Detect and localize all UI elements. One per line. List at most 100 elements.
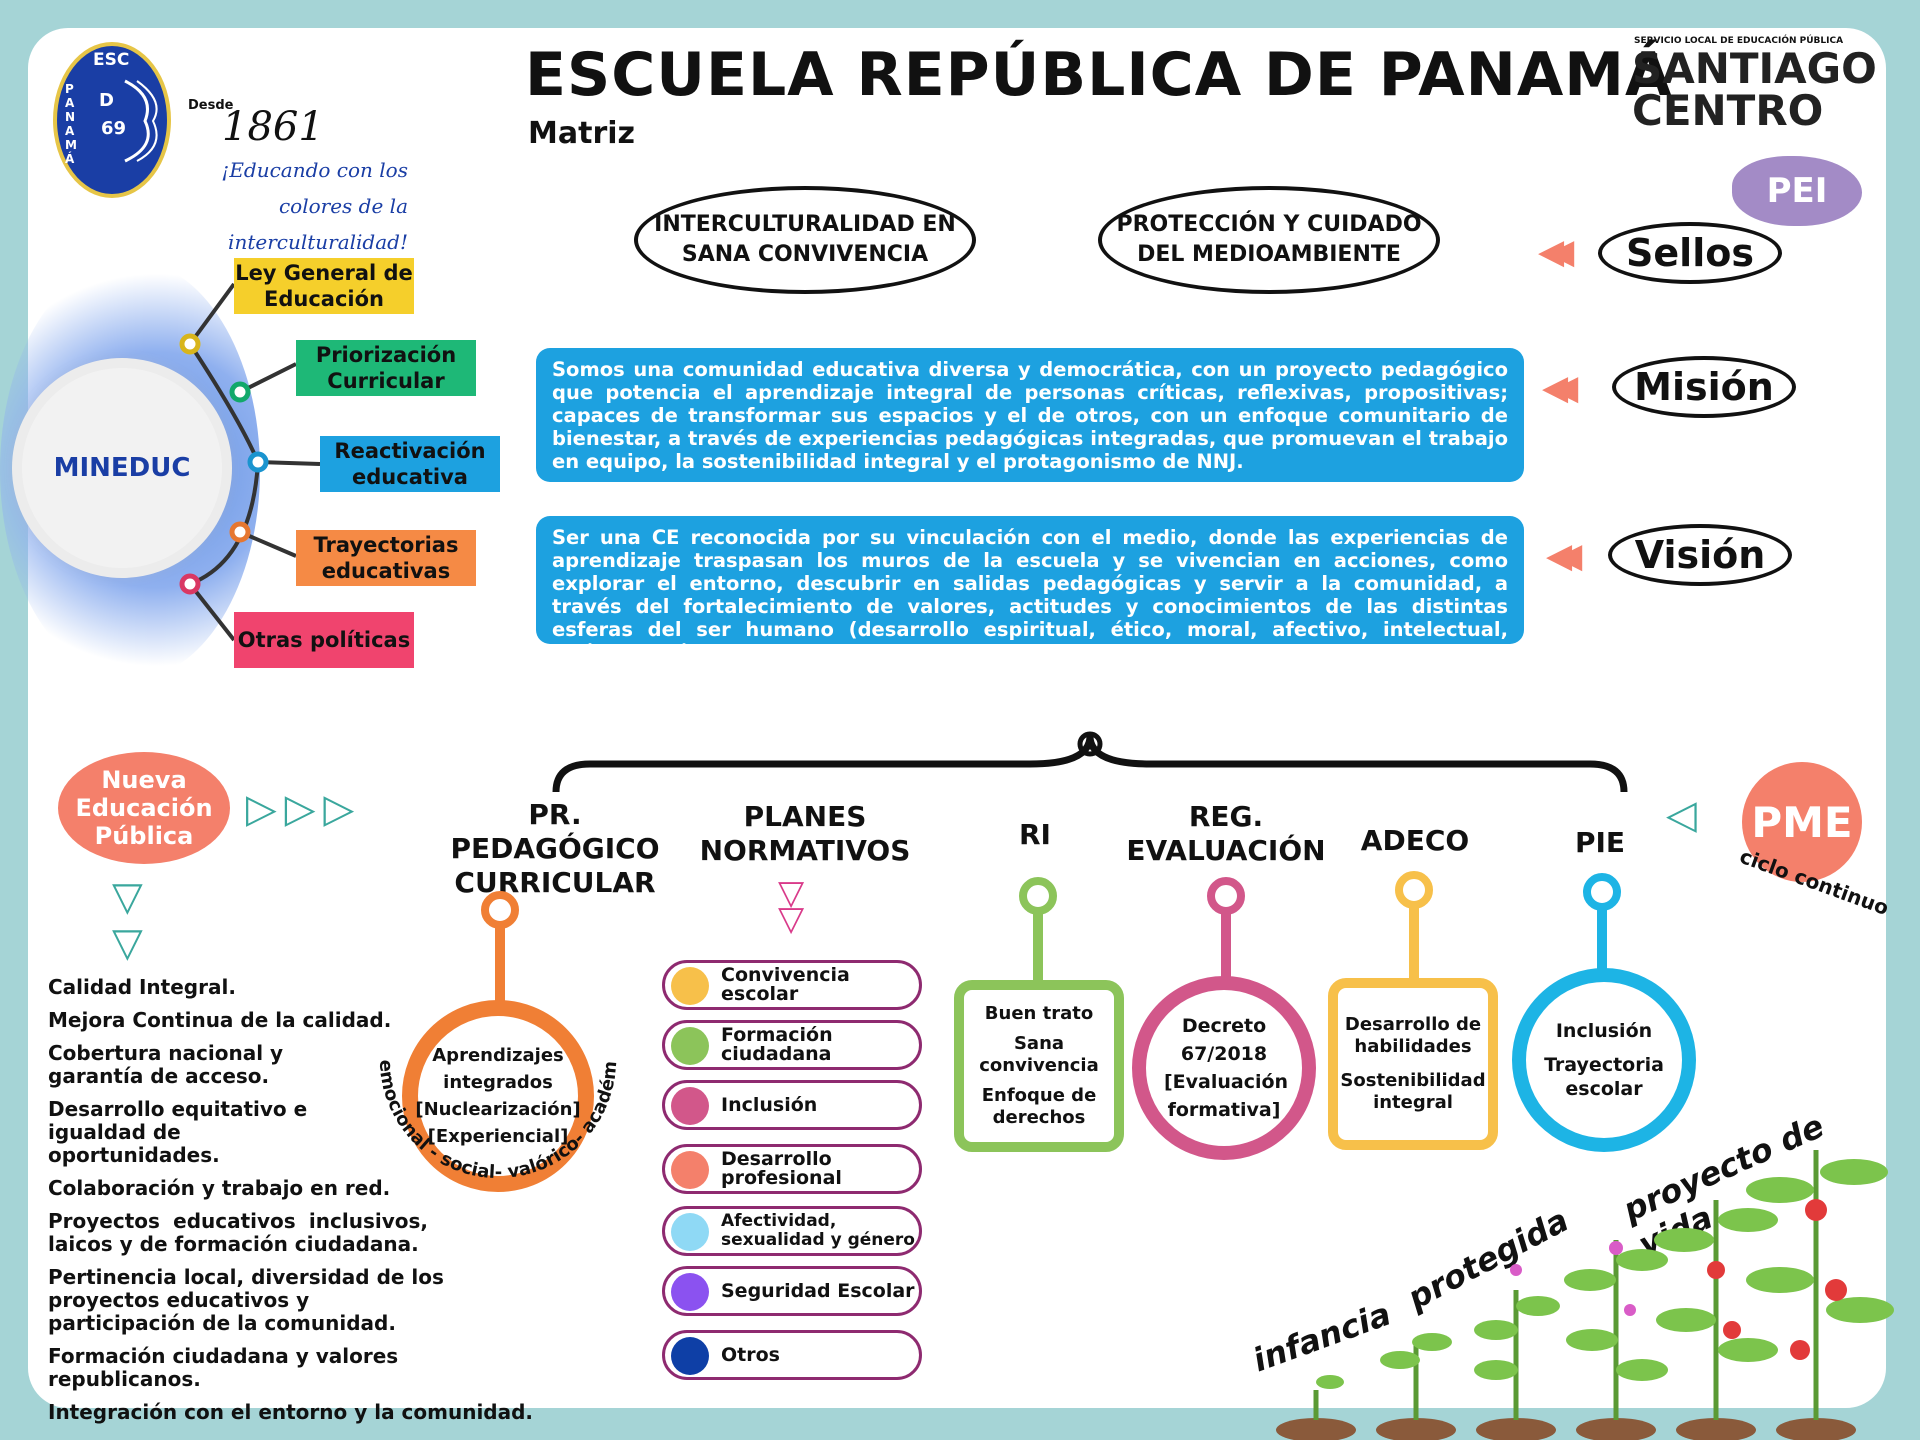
plan-label: Convivencia escolar — [721, 964, 850, 1005]
plan-dot — [671, 967, 709, 1005]
plan-inclusion: Inclusión — [662, 1080, 922, 1130]
plan-dot — [671, 1213, 709, 1251]
right-arrows-icon: ▷▷▷ — [246, 786, 363, 832]
head-pie: PIE — [1574, 826, 1626, 859]
pie-line: Trayectoria escolar — [1544, 1054, 1664, 1100]
pedagogico-line: [Experiencial] — [427, 1126, 569, 1147]
seal-mid-text: D — [99, 90, 114, 111]
principle-item: Calidad Integral. — [48, 975, 236, 999]
nep-principles-list: Calidad Integral. Mejora Continua de la … — [48, 976, 548, 1434]
pedagogico-line: Aprendizajes integrados — [432, 1045, 564, 1093]
org-logo: SANTIAGO CENTRO — [1632, 48, 1877, 132]
vision-arrow-icon: ◀◀ — [1546, 536, 1583, 576]
plan-label: Inclusión — [721, 1093, 818, 1116]
head-reg: REG. EVALUACIÓN — [1126, 800, 1326, 867]
plan-label: Formación ciudadana — [721, 1024, 833, 1065]
pedagogico-pin — [481, 891, 519, 1010]
arc-caption: emocional - social- valórico- académico — [360, 990, 621, 1183]
policy-reactivacion: Reactivación educativa — [320, 436, 500, 492]
head-adeco: ADECO — [1360, 824, 1470, 857]
profiles-icon — [124, 79, 158, 163]
ri-line: Sana convivencia — [979, 1033, 1099, 1076]
reg-line: [Evaluación formativa] — [1164, 1071, 1289, 1121]
plan-label: Seguridad Escolar — [721, 1279, 915, 1302]
org-caption: SERVICIO LOCAL DE EDUCACIÓN PÚBLICA — [1634, 36, 1844, 46]
motto: ¡Educando con los colores de la intercul… — [108, 152, 408, 260]
pedagogico-line: [Nuclearización] — [415, 1099, 581, 1120]
adeco-box: Desarrollo de habilidades Sostenibilidad… — [1328, 978, 1498, 1150]
seal-top-text: ESC — [93, 50, 130, 70]
head-ri: RI — [1019, 818, 1051, 851]
sello-medioambiente: PROTECCIÓN Y CUIDADO DEL MEDIOAMBIENTE — [1098, 186, 1440, 294]
principle-item: Cobertura nacional y garantía de acceso. — [48, 1041, 284, 1088]
planes-down-arrows-icon: ▽▽ — [778, 873, 805, 939]
ri-box: Buen trato Sana convivencia Enfoque de d… — [954, 980, 1124, 1152]
reg-pin — [1207, 877, 1245, 986]
sellos-arrow-icon: ◀◀ — [1538, 232, 1575, 272]
plan-dot — [671, 1087, 709, 1125]
plan-dot — [671, 1273, 709, 1311]
plan-formacion: Formación ciudadana — [662, 1020, 922, 1070]
pme-circle: PME — [1742, 762, 1862, 882]
principle-item: Desarrollo equitativo e igualdad de opor… — [48, 1097, 308, 1167]
ri-line: Enfoque de derechos — [981, 1085, 1097, 1128]
mision-text: Somos una comunidad educativa diversa y … — [536, 348, 1524, 482]
sellos-label: Sellos — [1598, 222, 1782, 284]
adeco-line: Desarrollo de habilidades — [1344, 1014, 1482, 1057]
plan-desarrollo: Desarrollo profesional — [662, 1144, 922, 1194]
adeco-content: Desarrollo de habilidades Sostenibilidad… — [1338, 988, 1488, 1140]
growing-plants-icon — [1276, 1150, 1894, 1440]
vision-text: Ser una CE reconocida por su vinculación… — [536, 516, 1524, 664]
plan-label: Desarrollo profesional — [721, 1148, 842, 1189]
reg-content: Decreto 67/2018 [Evaluación formativa] — [1146, 990, 1302, 1146]
principle-item: Proyectos educativos inclusivos, laicos … — [48, 1209, 428, 1256]
down-arrows-icon: ▽▽ — [112, 874, 143, 966]
plan-dot — [671, 1151, 709, 1189]
seal-side-text: PANAMÁ — [65, 82, 77, 166]
arc-caption-text: emocional - social- valórico- académico — [360, 990, 621, 1183]
plan-convivencia: Convivencia escolar — [662, 960, 922, 1010]
principle-item: Mejora Continua de la calidad. — [48, 1008, 392, 1032]
head-planes: PLANES NORMATIVOS — [699, 800, 911, 867]
page-subtitle: Matriz — [528, 116, 635, 151]
mineduc-connectors — [179, 282, 321, 642]
policy-priorizacion: Priorización Curricular — [296, 340, 476, 396]
sello-interculturalidad: INTERCULTURALIDAD EN SANA CONVIVENCIA — [634, 186, 976, 294]
principle-item: Colaboración y trabajo en red. — [48, 1176, 391, 1200]
pei-badge: PEI — [1732, 156, 1862, 226]
principle-item: Pertinencia local, diversidad de los pro… — [48, 1265, 444, 1335]
founding-year: 1861 — [222, 104, 324, 150]
head-pedagogico: PR. PEDAGÓGICO CURRICULAR — [450, 798, 660, 899]
plan-dot — [671, 1337, 709, 1375]
plan-afectividad: Afectividad, sexualidad y género — [662, 1206, 922, 1256]
policy-otras: Otras políticas — [234, 612, 414, 668]
org-line-2: CENTRO — [1632, 86, 1824, 135]
desde-label: Desde — [188, 98, 234, 113]
adeco-pin — [1395, 871, 1433, 980]
adeco-line: Sostenibilidad integral — [1340, 1070, 1486, 1113]
plan-otros: Otros — [662, 1330, 922, 1380]
mision-label: Misión — [1612, 356, 1796, 418]
page-title: ESCUELA REPÚBLICA DE PANAMÁ — [525, 40, 1673, 110]
motto-line-1: ¡Educando con los — [221, 158, 408, 182]
plan-dot — [671, 1027, 709, 1065]
vision-label: Visión — [1608, 524, 1792, 586]
pie-pin — [1583, 873, 1621, 982]
plan-seguridad: Seguridad Escolar — [662, 1266, 922, 1316]
plan-label: Otros — [721, 1343, 780, 1366]
ri-pin — [1019, 877, 1057, 986]
reg-line: Decreto 67/2018 — [1180, 1015, 1268, 1065]
pedagogico-content: Aprendizajes integrados [Nuclearización]… — [415, 1016, 581, 1176]
policy-trayectorias: Trayectorias educativas — [296, 530, 476, 586]
pie-line: Inclusión — [1555, 1020, 1653, 1042]
nueva-educacion-publica: Nueva Educación Pública — [58, 752, 230, 864]
ri-content: Buen trato Sana convivencia Enfoque de d… — [964, 990, 1114, 1142]
org-line-1: SANTIAGO — [1632, 44, 1877, 93]
ri-line: Buen trato — [984, 1003, 1094, 1024]
school-seal: ESC PANAMÁ D 69 — [53, 42, 171, 198]
mision-arrow-icon: ◀◀ — [1542, 368, 1579, 408]
left-arrow-icon: ◁ — [1666, 792, 1697, 838]
plan-label: Afectividad, sexualidad y género — [721, 1211, 915, 1250]
principle-item: Formación ciudadana y valores republican… — [48, 1344, 399, 1391]
curly-brace — [552, 731, 1628, 793]
